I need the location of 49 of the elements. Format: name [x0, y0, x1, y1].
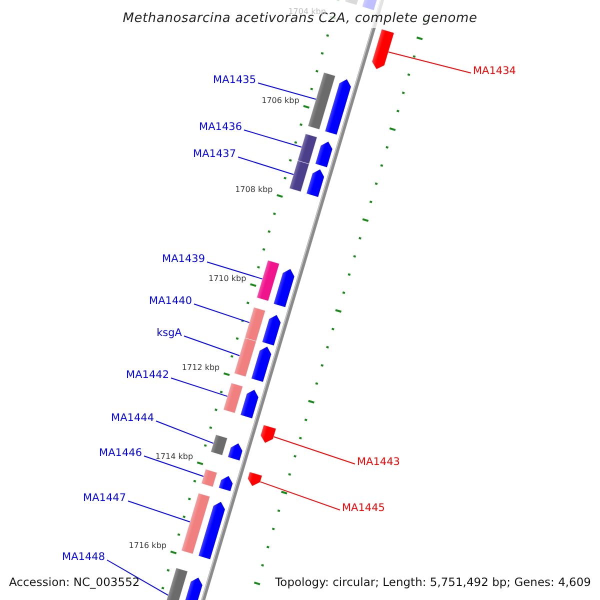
scale-label: 1708 kbp: [235, 184, 273, 194]
leader-line: [170, 378, 228, 397]
gene-label: MA1439: [162, 252, 205, 266]
category-bar: [256, 260, 280, 302]
gene-label: MA1442: [126, 368, 169, 382]
category-bar: [297, 134, 318, 164]
leader-line: [106, 560, 169, 596]
gene-label: MA1440: [149, 294, 192, 308]
scale-label: 1712 kbp: [182, 363, 220, 372]
gene-label: MA1443: [357, 455, 400, 469]
leader-line: [258, 82, 316, 100]
leader-line: [128, 500, 190, 522]
leader-line: [144, 456, 204, 477]
category-bar: [223, 382, 243, 414]
category-bar: [308, 72, 336, 130]
gene-label: MA1445: [342, 501, 385, 515]
leader-line: [156, 420, 214, 444]
gene-label: MA1434: [473, 64, 516, 78]
gene-feature: [372, 28, 394, 70]
category-bar: [289, 160, 310, 192]
gene-feature: [248, 472, 262, 486]
leader-line: [206, 262, 263, 280]
gene-label: MA1437: [193, 147, 236, 161]
category-bar: [244, 307, 266, 342]
gene-label: MA1447: [83, 491, 126, 505]
category-bar: [210, 434, 228, 456]
gene-label: MA1446: [99, 446, 142, 460]
category-bar: [234, 338, 256, 377]
leader-line: [260, 481, 340, 510]
leader-line: [194, 304, 250, 324]
gene-label: ksgA: [156, 326, 182, 340]
gene-label: MA1444: [111, 411, 154, 425]
scale-label: 1714 kbp: [155, 452, 194, 462]
gene-feature: [260, 424, 276, 444]
leader-line: [388, 52, 472, 74]
leader-line: [184, 336, 240, 356]
gene-label: MA1435: [213, 73, 256, 87]
leader-line: [244, 130, 302, 148]
gene-label: MA1448: [62, 550, 105, 564]
scale-label: 1716 kbp: [128, 541, 166, 550]
category-bar: [201, 469, 218, 488]
gene-label: MA1436: [199, 120, 242, 134]
category-bar: [181, 492, 210, 554]
leader-line: [238, 156, 294, 175]
scale-label: 1710 kbp: [208, 274, 246, 284]
scale-label: 1706 kbp: [262, 96, 300, 105]
genome-info-text: Topology: circular; Length: 5,751,492 bp; Genes: 4,609: [275, 575, 591, 589]
leader-line: [273, 436, 356, 464]
accession-text: Accession: NC_003552: [9, 575, 140, 589]
